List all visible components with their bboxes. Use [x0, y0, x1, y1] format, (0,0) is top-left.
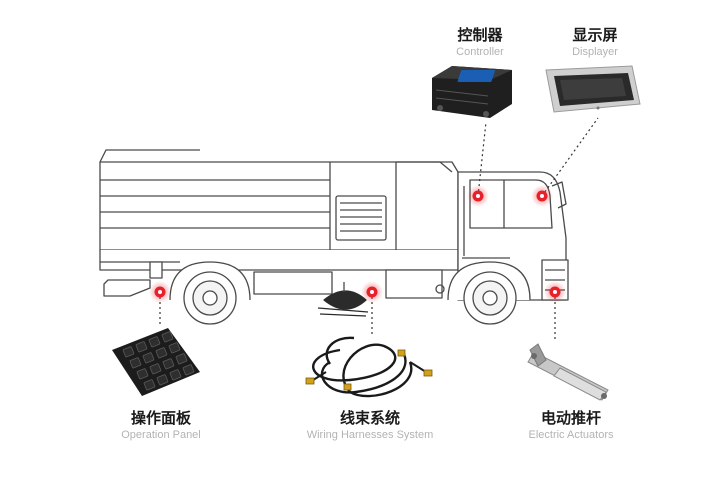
label-actuators: 电动推杆 Electric Actuators	[506, 409, 636, 442]
hotspot-controller[interactable]	[467, 185, 489, 207]
displayer-title-zh: 显示屏	[572, 26, 618, 44]
hotspot-operation-panel[interactable]	[149, 281, 171, 303]
keypad-icon	[112, 328, 200, 396]
hotspot-wiring[interactable]	[361, 281, 383, 303]
label-wiring: 线束系统 Wiring Harnesses System	[280, 409, 460, 442]
operation-panel-title-en: Operation Panel	[121, 429, 201, 441]
label-controller: 控制器 Controller	[420, 26, 540, 59]
displayer-title-en: Displayer	[572, 46, 618, 58]
label-operation-panel: 操作面板 Operation Panel	[96, 409, 226, 442]
controller-title-en: Controller	[456, 46, 504, 58]
hotspot-actuators[interactable]	[544, 281, 566, 303]
street-sweeper-truck-icon	[99, 149, 569, 325]
controller-box-icon	[432, 66, 512, 118]
display-screen-icon	[545, 65, 641, 113]
label-displayer: 显示屏 Displayer	[540, 26, 650, 59]
wiring-harness-icon	[305, 336, 433, 398]
wiring-title-en: Wiring Harnesses System	[306, 429, 434, 441]
hotspot-displayer[interactable]	[531, 185, 553, 207]
wiring-title-zh: 线束系统	[339, 409, 400, 427]
operation-panel-title-zh: 操作面板	[130, 409, 191, 427]
linear-actuator-icon	[527, 343, 609, 401]
controller-title-zh: 控制器	[457, 26, 503, 44]
actuators-title-en: Electric Actuators	[528, 429, 614, 441]
actuators-title-zh: 电动推杆	[540, 409, 601, 427]
